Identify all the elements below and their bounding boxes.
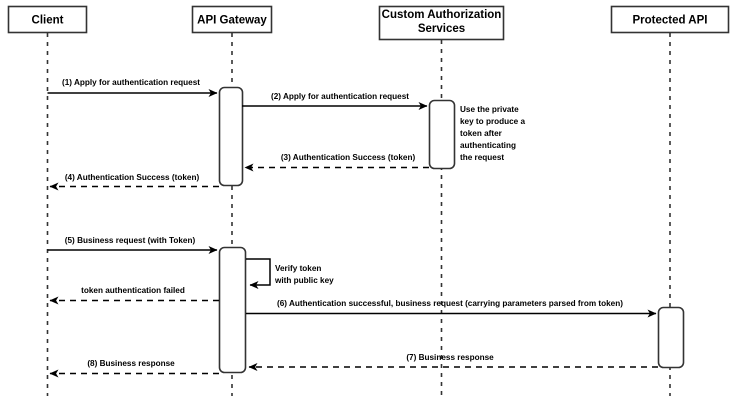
- message-self-label-line2: with public key: [274, 276, 334, 285]
- note-line-2: key to produce a: [460, 117, 526, 126]
- activation-bar-api-gateway-auth: [218, 86, 244, 187]
- participant-label-custom-authorization-services-line1: Custom Authorization: [382, 9, 502, 21]
- message-4-authentication-success-token[interactable]: (4) Authentication Success (token): [49, 173, 219, 191]
- participant-header-client[interactable]: Client: [7, 5, 88, 34]
- participant-header-custom-authorization-services[interactable]: Custom Authorization Services: [378, 5, 505, 41]
- message-6-authentication-successful-business-request[interactable]: (6) Authentication successful, business …: [246, 299, 657, 318]
- participant-header-protected-api[interactable]: Protected API: [610, 5, 730, 34]
- message-1-label: (1) Apply for authentication request: [62, 78, 200, 87]
- message-4-label: (4) Authentication Success (token): [65, 173, 200, 182]
- participant-label-api-gateway: API Gateway: [197, 15, 267, 27]
- message-7-label: (7) Business response: [406, 353, 494, 362]
- participant-label-custom-authorization-services-line2: Services: [418, 23, 465, 35]
- message-1-apply-for-authentication-request[interactable]: (1) Apply for authentication request: [47, 78, 218, 97]
- message-7-business-response[interactable]: (7) Business response: [248, 353, 658, 371]
- participant-label-client: Client: [32, 15, 64, 27]
- note-use-private-key: Use the private key to produce a token a…: [460, 105, 526, 162]
- note-line-4: authenticating: [460, 141, 516, 150]
- participant-header-api-gateway[interactable]: API Gateway: [191, 5, 273, 34]
- note-line-5: the request: [460, 153, 504, 162]
- note-line-1: Use the private: [460, 105, 519, 114]
- message-3-label: (3) Authentication Success (token): [281, 153, 416, 162]
- message-3-authentication-success-token[interactable]: (3) Authentication Success (token): [244, 153, 429, 172]
- note-line-3: token after: [460, 129, 503, 138]
- message-8-business-response[interactable]: (8) Business response: [49, 359, 219, 378]
- participant-label-protected-api: Protected API: [633, 15, 708, 27]
- message-6-label: (6) Authentication successful, business …: [277, 299, 623, 308]
- activation-bar-custom-authorization-services: [428, 99, 456, 170]
- message-8-label: (8) Business response: [87, 359, 175, 368]
- message-5-business-request-with-token[interactable]: (5) Business request (with Token): [47, 236, 218, 254]
- message-token-authentication-failed-label: token authentication failed: [81, 286, 185, 295]
- message-5-label: (5) Business request (with Token): [65, 236, 196, 245]
- message-self-verify-token[interactable]: Verify token with public key: [246, 258, 334, 289]
- message-2-apply-for-authentication-request[interactable]: (2) Apply for authentication request: [242, 92, 428, 110]
- message-self-label-line1: Verify token: [275, 264, 321, 273]
- message-2-label: (2) Apply for authentication request: [271, 92, 409, 101]
- activation-bar-api-gateway-business: [218, 246, 247, 374]
- message-token-authentication-failed[interactable]: token authentication failed: [49, 286, 219, 305]
- activation-bar-protected-api: [657, 306, 685, 369]
